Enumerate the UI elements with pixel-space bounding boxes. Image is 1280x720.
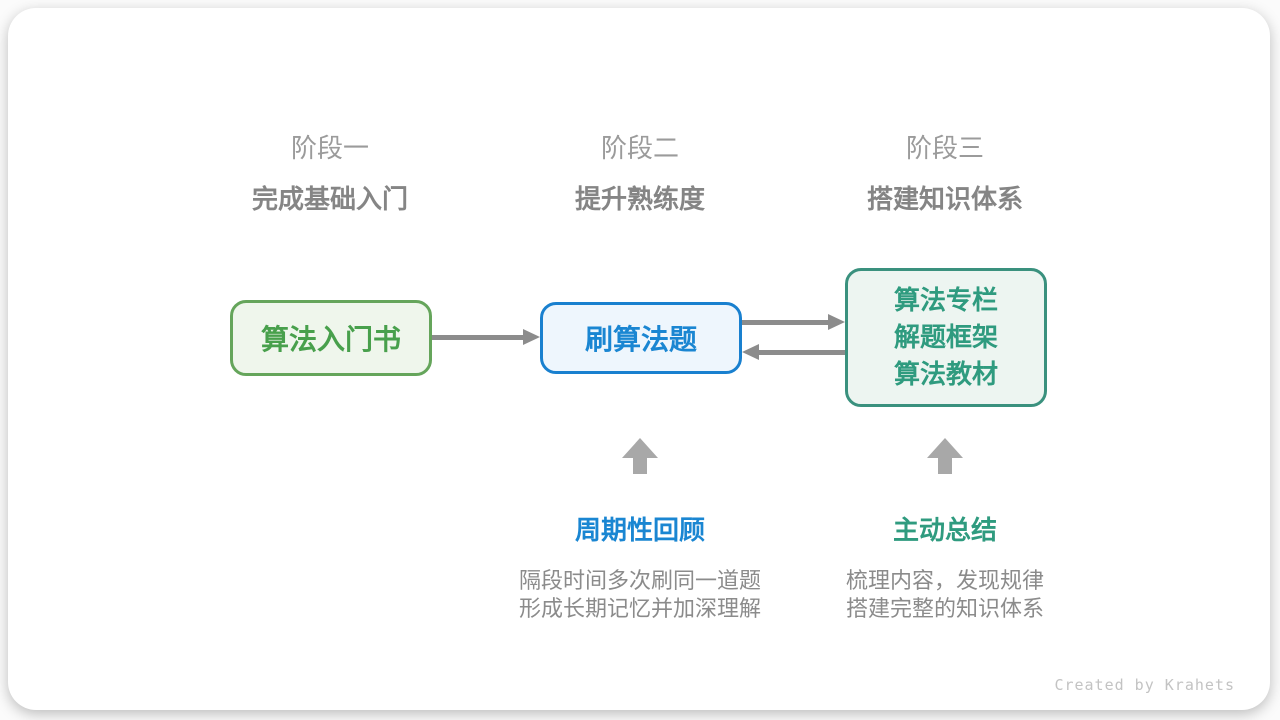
annotation-title: 主动总结 [892, 515, 997, 545]
stage-title: 完成基础入门 [251, 184, 408, 214]
node-label: 刷算法题 [584, 324, 697, 355]
node-practice-problems: 刷算法题 [540, 302, 742, 374]
annotation-desc-line: 搭建完整的知识体系 [845, 596, 1044, 621]
stage-label: 阶段一 [290, 133, 369, 163]
annotation-desc-line: 形成长期记忆并加深理解 [518, 596, 761, 621]
arrow-intro-to-practice-icon [432, 329, 540, 345]
stage-header-3: 阶段三 搭建知识体系 [785, 128, 1105, 216]
stage-title: 提升熟练度 [574, 184, 705, 214]
credit-text: Created by Krahets [1054, 676, 1235, 694]
annotation-periodic-review: 周期性回顾 隔段时间多次刷同一道题 形成长期记忆并加深理解 [480, 510, 800, 623]
annotation-desc-line: 隔段时间多次刷同一道题 [518, 568, 761, 593]
stage-label: 阶段二 [600, 133, 679, 163]
stage-header-1: 阶段一 完成基础入门 [170, 128, 490, 216]
up-arrow-summary-icon [927, 438, 963, 474]
arrow-resources-to-practice-icon [742, 344, 845, 360]
annotation-active-summary: 主动总结 梳理内容，发现规律 搭建完整的知识体系 [785, 510, 1105, 623]
stage-label: 阶段三 [905, 133, 984, 163]
up-arrow-review-icon [622, 438, 658, 474]
node-label: 算法入门书 [260, 324, 401, 355]
node-label-line: 算法教材 [893, 359, 998, 389]
diagram-card: 阶段一 完成基础入门 阶段二 提升熟练度 阶段三 搭建知识体系 算法入门书 刷算… [8, 8, 1270, 710]
stage-header-2: 阶段二 提升熟练度 [480, 128, 800, 216]
stage-title: 搭建知识体系 [866, 184, 1023, 214]
node-resources: 算法专栏 解题框架 算法教材 [845, 268, 1047, 407]
annotation-desc-line: 梳理内容，发现规律 [845, 568, 1044, 593]
annotation-title: 周期性回顾 [574, 515, 705, 545]
arrow-practice-to-resources-icon [742, 314, 845, 330]
node-label-line: 算法专栏 [893, 285, 998, 315]
node-label-line: 解题框架 [893, 322, 998, 352]
node-intro-book: 算法入门书 [230, 300, 432, 376]
